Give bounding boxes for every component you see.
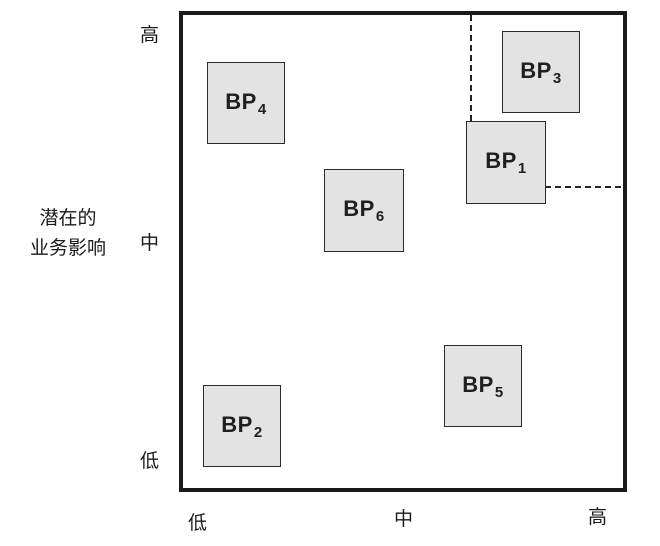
y-axis-title: 潜在的 业务影响 xyxy=(8,203,128,263)
y-axis-title-line1: 潜在的 xyxy=(39,207,97,229)
x-tick-mid: 中 xyxy=(394,508,414,530)
box-bp5-label: BP5 xyxy=(462,371,504,401)
y-tick-high: 高 xyxy=(140,24,160,46)
box-bp1-label: BP1 xyxy=(485,148,527,177)
box-bp3: BP3 xyxy=(502,31,580,113)
box-bp6-label: BP6 xyxy=(343,196,385,225)
x-tick-low: 低 xyxy=(188,512,208,534)
box-bp6: BP6 xyxy=(324,169,404,252)
box-bp3-label: BP3 xyxy=(520,57,562,87)
y-axis-title-line2: 业务影响 xyxy=(29,237,106,259)
y-tick-mid: 中 xyxy=(140,232,160,254)
box-bp5: BP5 xyxy=(444,345,522,427)
matrix-frame xyxy=(179,11,627,492)
y-tick-low: 低 xyxy=(140,450,160,472)
quadrant-divider-horizontal xyxy=(545,186,621,188)
box-bp2: BP2 xyxy=(203,385,281,467)
x-tick-high: 高 xyxy=(588,506,608,528)
box-bp4: BP4 xyxy=(207,62,285,144)
box-bp2-label: BP2 xyxy=(221,411,263,441)
box-bp4-label: BP4 xyxy=(225,88,267,118)
box-bp1: BP1 xyxy=(466,121,546,204)
quadrant-divider-vertical xyxy=(470,15,472,121)
